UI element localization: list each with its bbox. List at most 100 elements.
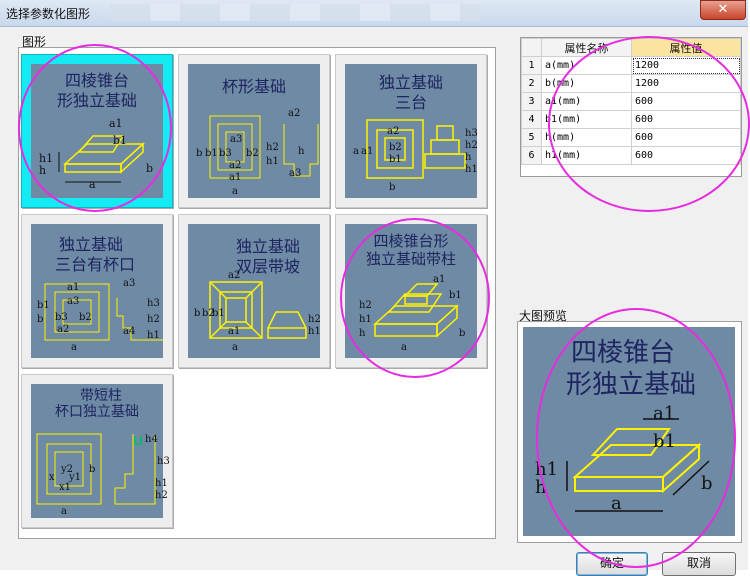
property-table: 属性名称 属性值 1 a(mm) 1200 2 b(mm) 1200 3 a1(… bbox=[521, 38, 741, 165]
dim-label: h1 bbox=[535, 459, 558, 480]
dim-label: h2 bbox=[465, 140, 478, 151]
shape-card-6[interactable]: 四棱锥台形 独立基础带柱 a1 b1 h2 h1 h a b bbox=[335, 214, 487, 368]
dim-label: b bbox=[196, 148, 202, 159]
dim-label: y2 bbox=[60, 464, 73, 475]
shape-drawing-3: 独立基础 三台 a2 a a1 b2 b1 b h3 h2 h bbox=[353, 73, 478, 193]
property-row[interactable]: 1 a(mm) 1200 bbox=[521, 56, 741, 75]
dim-label: b bbox=[389, 182, 395, 193]
close-button[interactable]: ✕ bbox=[700, 0, 746, 20]
shape-card-4[interactable]: 独立基础 三台有杯口 a1 b1 b a3 a2 b3 b2 a a4 bbox=[21, 214, 173, 368]
property-row[interactable]: 2 b(mm) 1200 bbox=[521, 74, 741, 93]
dim-label: b1 bbox=[212, 308, 225, 319]
property-row[interactable]: 3 a1(mm) 600 bbox=[521, 92, 741, 111]
dim-label: a3 bbox=[67, 296, 79, 307]
dim-label: a bbox=[89, 178, 96, 191]
row-number: 3 bbox=[521, 92, 542, 111]
dim-label: h1 bbox=[359, 314, 372, 325]
dim-label: h2 bbox=[155, 490, 168, 501]
dim-label: a1 bbox=[228, 326, 240, 337]
property-row[interactable]: 4 b1(mm) 600 bbox=[521, 110, 741, 129]
dim-label: h2 bbox=[147, 314, 160, 325]
dim-label: h bbox=[39, 164, 46, 177]
dim-label: a bbox=[611, 493, 622, 514]
dim-label: h2 bbox=[266, 142, 279, 153]
column-header-value[interactable]: 属性值 bbox=[631, 38, 741, 57]
card-5-title-line-1: 独立基础 bbox=[236, 237, 300, 256]
dim-label: b bbox=[459, 328, 465, 339]
shape-card-3[interactable]: 独立基础 三台 a2 a a1 b2 b1 b h3 h2 h bbox=[335, 54, 487, 208]
dim-label: b bbox=[701, 473, 713, 494]
dim-label: h bbox=[298, 146, 305, 157]
dim-label: b2 bbox=[79, 312, 92, 323]
dim-label: b1 bbox=[205, 148, 218, 159]
property-name-cell: b1(mm) bbox=[541, 110, 632, 129]
column-header-name[interactable]: 属性名称 bbox=[541, 38, 632, 57]
dim-label: h1 bbox=[266, 156, 279, 167]
dim-label: b bbox=[89, 464, 95, 475]
dim-label: a bbox=[401, 342, 407, 353]
shape-thumbnail-7: 带短柱 杯口独立基础 x y2 y1 b x1 a h4 h3 h bbox=[31, 384, 170, 518]
shape-thumbnail-2: 杯形基础 a2 b b1 b3 a3 b2 a2 a1 a h2 bbox=[188, 64, 320, 198]
card-7-title-line-1: 带短柱 bbox=[80, 388, 122, 404]
property-name-cell: a(mm) bbox=[541, 56, 632, 75]
property-name-cell: h1(mm) bbox=[541, 146, 632, 165]
row-number: 4 bbox=[521, 110, 542, 129]
title-bar-blurred-region bbox=[110, 4, 480, 21]
title-bar: 选择参数化图形 ✕ bbox=[0, 0, 748, 27]
shape-card-7[interactable]: 带短柱 杯口独立基础 x y2 y1 b x1 a h4 h3 h bbox=[21, 374, 173, 528]
property-name-cell: b(mm) bbox=[541, 74, 632, 93]
dim-label: h3 bbox=[147, 298, 160, 309]
property-name-cell: a1(mm) bbox=[541, 92, 632, 111]
ok-button[interactable]: 确定 bbox=[576, 552, 648, 576]
dim-label: a bbox=[71, 342, 77, 353]
dim-label: a1 bbox=[67, 282, 79, 293]
dim-label: a bbox=[232, 186, 238, 197]
property-grid: 属性名称 属性值 1 a(mm) 1200 2 b(mm) 1200 3 a1(… bbox=[520, 37, 742, 177]
card-2-title-line-1: 杯形基础 bbox=[222, 77, 286, 96]
dim-label: h3 bbox=[157, 456, 170, 467]
shape-gallery: 四棱锥台 形独立基础 a1 b1 h1 h a b bbox=[18, 47, 496, 539]
shape-thumbnail-3: 独立基础 三台 a2 a a1 b2 b1 b h3 h2 h bbox=[345, 64, 478, 198]
property-value-cell[interactable]: 600 bbox=[631, 128, 741, 147]
dim-label: a1 bbox=[361, 146, 373, 157]
dim-label: a3 bbox=[123, 278, 135, 289]
property-row[interactable]: 5 h(mm) 600 bbox=[521, 128, 741, 147]
shape-card-1[interactable]: 四棱锥台 形独立基础 a1 b1 h1 h a b bbox=[21, 54, 173, 208]
dim-label: a2 bbox=[228, 270, 240, 281]
dim-label: h1 bbox=[308, 326, 321, 337]
property-value-cell[interactable]: 600 bbox=[631, 146, 741, 165]
card-5-title-line-2: 双层带坡 bbox=[236, 257, 300, 276]
property-header-row: 属性名称 属性值 bbox=[521, 38, 741, 57]
dim-label: b1 bbox=[389, 154, 402, 165]
dim-label: b2 bbox=[389, 142, 402, 153]
dim-label: a2 bbox=[387, 126, 399, 137]
row-number: 6 bbox=[521, 146, 542, 165]
cancel-button[interactable]: 取消 bbox=[662, 552, 736, 576]
dim-label: b bbox=[37, 314, 43, 325]
card-6-title-line-1: 四棱锥台形 bbox=[373, 232, 448, 250]
dim-label: b2 bbox=[246, 148, 259, 159]
row-number-header bbox=[521, 38, 542, 57]
property-value-cell[interactable]: 1200 bbox=[631, 74, 741, 93]
dim-label: a2 bbox=[288, 108, 300, 119]
shape-thumbnail-4: 独立基础 三台有杯口 a1 b1 b a3 a2 b3 b2 a a4 bbox=[31, 224, 163, 358]
shape-drawing-7: 带短柱 杯口独立基础 x y2 y1 b x1 a h4 h3 h bbox=[36, 388, 170, 517]
row-number: 2 bbox=[521, 74, 542, 93]
shape-card-5[interactable]: 独立基础 双层带坡 a2 b b2 b1 a1 a h2 h bbox=[178, 214, 330, 368]
property-row[interactable]: 6 h1(mm) 600 bbox=[521, 146, 741, 165]
shape-thumbnail-1: 四棱锥台 形独立基础 a1 b1 h1 h a b bbox=[31, 64, 163, 198]
shape-drawing-6: 四棱锥台形 独立基础带柱 a1 b1 h2 h1 h a b bbox=[359, 232, 465, 353]
property-value-cell[interactable]: 600 bbox=[631, 92, 741, 111]
dim-label: h bbox=[465, 152, 472, 163]
property-value-cell[interactable]: 1200 bbox=[631, 56, 741, 75]
card-1-title-line-2: 形独立基础 bbox=[57, 91, 137, 110]
dim-label: h2 bbox=[308, 314, 321, 325]
preview-label: 大图预览 bbox=[519, 309, 568, 323]
dim-label: a4 bbox=[123, 326, 135, 337]
shape-thumbnail-6: 四棱锥台形 独立基础带柱 a1 b1 h2 h1 h a b bbox=[345, 224, 477, 358]
card-3-title-line-2: 三台 bbox=[395, 93, 427, 112]
shape-card-2[interactable]: 杯形基础 a2 b b1 b3 a3 b2 a2 a1 a h2 bbox=[178, 54, 330, 208]
preview-title-line-1: 四棱锥台 bbox=[571, 338, 675, 368]
property-value-cell[interactable]: 600 bbox=[631, 110, 741, 129]
dim-label: b2 bbox=[202, 308, 215, 319]
